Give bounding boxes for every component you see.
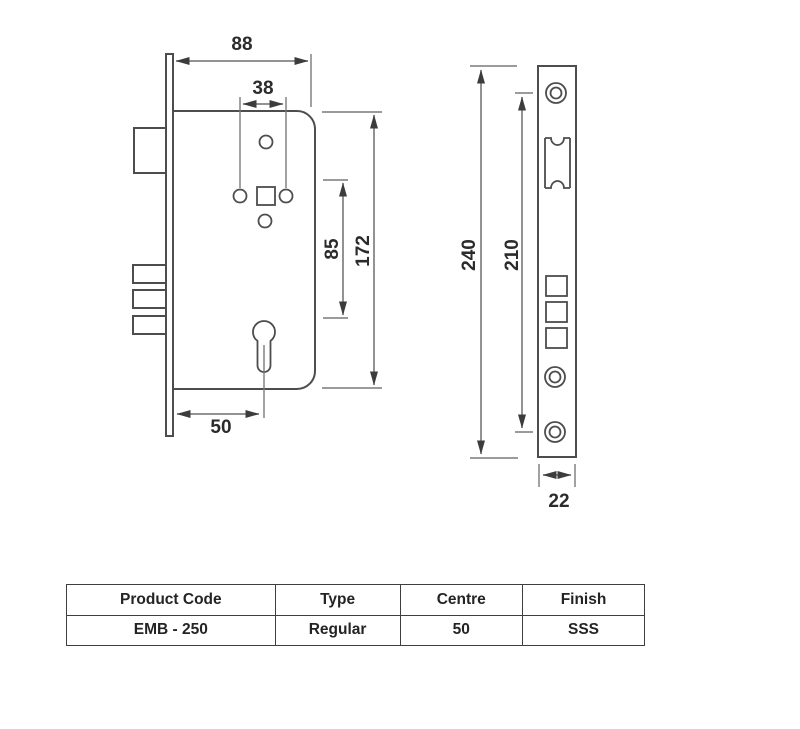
header-type: Type (274, 584, 401, 616)
deadbolt-side-3 (132, 315, 167, 335)
header-centre: Centre (399, 584, 524, 616)
spec-table-value-row: EMB - 250 Regular 50 SSS (66, 614, 645, 646)
lock-case-body (172, 110, 316, 390)
screw-hole-bottom-inner (548, 425, 562, 439)
dim-label-faceplate-length: 240 (459, 239, 480, 271)
header-product-code: Product Code (66, 584, 276, 616)
euro-cylinder-keyhole (252, 320, 276, 373)
dim-label-case-width: 88 (231, 34, 252, 55)
spindle-follower-square (256, 186, 276, 206)
dimension-case-width: 88 (175, 34, 312, 107)
dimension-faceplate-length: 240 (459, 65, 518, 459)
dimension-case-height: 172 (322, 111, 382, 389)
value-finish: SSS (522, 614, 645, 646)
screw-hole-middle-inner (548, 370, 562, 384)
screw-hole-top-outer (545, 82, 567, 104)
lock-case-side-view: 88 38 85 172 (132, 34, 382, 438)
screw-hole-top-inner (549, 86, 563, 100)
spec-table-header-row: Product Code Type Centre Finish (66, 584, 645, 616)
value-type: Regular (274, 614, 401, 646)
deadbolt-side-1 (132, 264, 167, 284)
faceplate-front-view: 240 210 22 (459, 65, 577, 512)
handle-screw-hole-right (278, 188, 294, 204)
dim-label-centre-distance: 85 (322, 238, 343, 260)
value-product-code: EMB - 250 (66, 614, 276, 646)
dim-label-case-height: 172 (353, 235, 374, 267)
deadbolt-cutout-2 (545, 301, 568, 323)
dim-label-faceplate-width: 22 (548, 491, 569, 512)
deadbolt-cutout-1 (545, 275, 568, 297)
fixing-hole-top (258, 134, 274, 150)
technical-drawing: 88 38 85 172 (132, 34, 577, 512)
dimension-backset: 50 (176, 345, 265, 438)
deadbolt-cutout-3 (545, 327, 568, 349)
fixing-hole-bottom (257, 213, 273, 229)
header-finish: Finish (522, 584, 645, 616)
dim-label-backset: 50 (210, 417, 231, 438)
value-centre: 50 (399, 614, 524, 646)
latch-cutout (544, 137, 571, 189)
faceplate-outline (537, 65, 577, 458)
forend-strip-side (165, 53, 174, 437)
latch-bolt-side (133, 127, 167, 174)
handle-screw-hole-left (232, 188, 248, 204)
spec-table: Product Code Type Centre Finish EMB - 25… (66, 584, 645, 646)
dimension-centre-distance: 85 (322, 179, 348, 319)
dimension-screw-hole-distance: 210 (502, 92, 533, 433)
dim-label-handle-hole-spacing: 38 (252, 78, 273, 99)
dimension-handle-hole-spacing: 38 (239, 78, 287, 188)
screw-hole-middle-outer (544, 366, 566, 388)
deadbolt-side-2 (132, 289, 167, 309)
dimension-faceplate-width: 22 (538, 464, 576, 512)
dim-label-screw-hole-distance: 210 (502, 239, 523, 271)
screw-hole-bottom-outer (544, 421, 566, 443)
